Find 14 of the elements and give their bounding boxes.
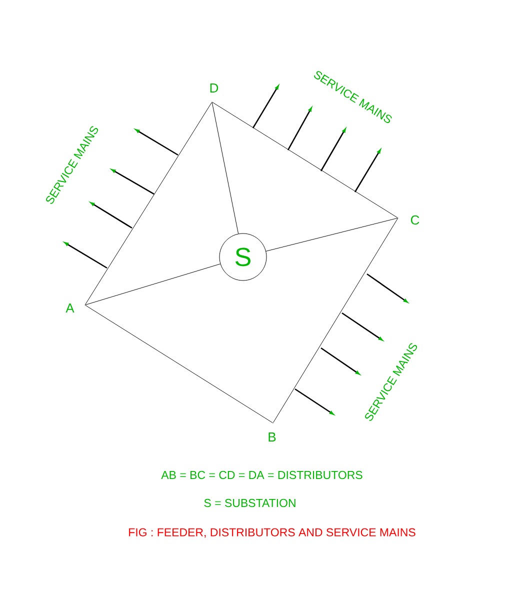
distributor-line	[85, 102, 212, 305]
distributor-line	[212, 102, 239, 234]
distributor-line	[266, 218, 398, 252]
label-text: AB = BC = CD = DA = DISTRIBUTORS	[161, 470, 362, 480]
distributor-line	[85, 264, 221, 306]
distributor-line	[212, 102, 398, 218]
corner-label: B	[268, 432, 276, 442]
distributor-line	[273, 218, 398, 423]
corner-label: A	[66, 304, 74, 312]
distributor-line	[85, 305, 273, 423]
caption: FIG : FEEDER, DISTRIBUTORS AND SERVICE MAINS	[129, 528, 416, 538]
corner-label: C	[410, 215, 420, 225]
corner-label: D	[210, 84, 218, 92]
label-text: S = SUBSTATION	[204, 498, 296, 508]
